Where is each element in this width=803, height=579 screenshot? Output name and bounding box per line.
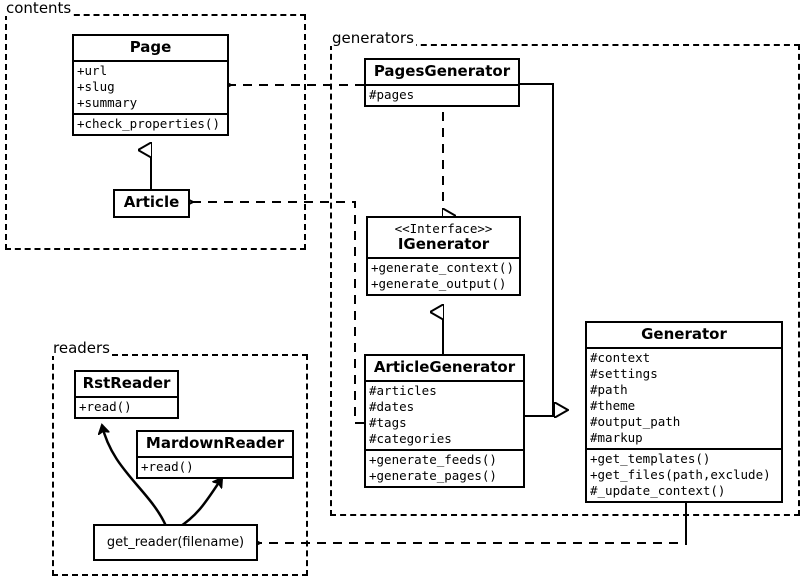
attribute-row: #settings: [590, 366, 658, 381]
class-box-mardownreader[interactable]: MardownReader +read(): [136, 430, 294, 479]
class-methods-rstreader: +read(): [76, 396, 177, 417]
class-name-mardownreader: MardownReader: [145, 434, 285, 452]
class-name-article: Article: [123, 193, 180, 211]
method-row: +read(): [79, 399, 132, 414]
class-attributes-pagesgenerator: #pages: [366, 84, 518, 105]
class-name-page: Page: [129, 38, 172, 56]
attribute-row: #pages: [369, 87, 415, 102]
class-box-pagesgenerator[interactable]: PagesGenerator #pages: [364, 58, 520, 107]
class-methods-articlegenerator: +generate_feeds() +generate_pages(): [366, 449, 523, 486]
method-row: +get_templates(): [590, 451, 711, 466]
class-methods-page: +check_properties(): [74, 113, 227, 134]
class-attributes-articlegenerator: #articles #dates #tags #categories: [366, 380, 523, 449]
attribute-row: +slug: [77, 79, 115, 94]
method-row: +generate_output(): [371, 276, 507, 291]
package-generators-label: generators: [330, 29, 416, 47]
class-box-articlegenerator[interactable]: ArticleGenerator #articles #dates #tags …: [364, 354, 525, 488]
package-readers-label: readers: [51, 339, 112, 357]
class-methods-mardownreader: +read(): [138, 456, 292, 477]
attribute-row: #markup: [590, 430, 643, 445]
attribute-row: #context: [590, 350, 651, 365]
attribute-row: #articles: [369, 383, 437, 398]
class-name-rstreader: RstReader: [82, 374, 171, 392]
class-box-rstreader[interactable]: RstReader +read(): [74, 370, 179, 419]
attribute-row: #dates: [369, 399, 415, 414]
package-readers: [52, 354, 308, 576]
package-contents: [5, 14, 306, 250]
class-name-generator: Generator: [641, 325, 727, 343]
package-contents-label: contents: [4, 0, 74, 17]
attribute-row: #theme: [590, 398, 636, 413]
method-row: +get_files(path,exclude): [590, 467, 771, 482]
class-attributes-page: +url +slug +summary: [74, 60, 227, 113]
class-methods-igenerator: +generate_context() +generate_output(): [368, 257, 519, 294]
method-row: #_update_context(): [590, 483, 726, 498]
method-row: +read(): [141, 459, 194, 474]
attribute-row: #categories: [369, 431, 452, 446]
class-name-igenerator: IGenerator: [397, 235, 490, 253]
class-box-article[interactable]: Article: [113, 189, 190, 218]
class-name-articlegenerator: ArticleGenerator: [373, 358, 516, 376]
method-row: +generate_feeds(): [369, 452, 497, 467]
function-label-get-reader: get_reader(filename): [106, 535, 245, 550]
method-row: +check_properties(): [77, 116, 220, 131]
attribute-row: #path: [590, 382, 628, 397]
class-box-page[interactable]: Page +url +slug +summary +check_properti…: [72, 34, 229, 136]
class-attributes-generator: #context #settings #path #theme #output_…: [587, 347, 781, 448]
attribute-row: #tags: [369, 415, 407, 430]
method-row: +generate_pages(): [369, 468, 497, 483]
function-box-get-reader[interactable]: get_reader(filename): [93, 524, 258, 561]
class-stereotype-igenerator: <<Interface>>: [394, 221, 493, 236]
class-methods-generator: +get_templates() +get_files(path,exclude…: [587, 448, 781, 501]
class-box-igenerator[interactable]: <<Interface>> IGenerator +generate_conte…: [366, 216, 521, 296]
attribute-row: +url: [77, 63, 108, 78]
attribute-row: +summary: [77, 95, 138, 110]
class-name-pagesgenerator: PagesGenerator: [373, 62, 511, 80]
method-row: +generate_context(): [371, 260, 514, 275]
class-box-generator[interactable]: Generator #context #settings #path #them…: [585, 321, 783, 503]
attribute-row: #output_path: [590, 414, 681, 429]
